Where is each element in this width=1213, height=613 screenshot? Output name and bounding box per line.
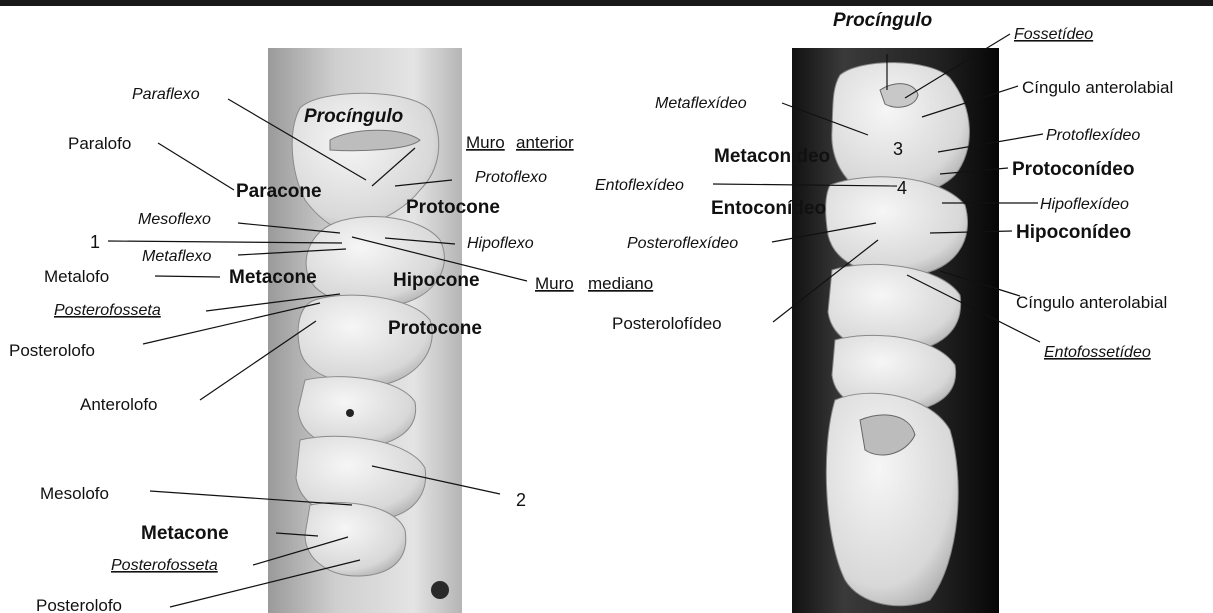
label-protocone-2: Protocone [388,318,482,339]
label-anterolofo: Anterolofo [80,395,158,414]
label-muro-mediano-muro: Muro [535,274,574,293]
label-number-4: 4 [897,178,907,198]
label-entoconideo: Entoconídeo [711,198,826,219]
label-metacone: Metacone [229,267,317,288]
label-metaflexo: Metaflexo [142,248,211,265]
label-hipoconideo: Hipoconídeo [1016,222,1131,243]
label-hipocone: Hipocone [393,270,480,291]
label-protoflexideo: Protoflexídeo [1046,127,1140,144]
label-posterolofo-2: Posterolofo [36,596,122,613]
label-metaflexideo: Metaflexídeo [655,95,747,112]
label-cingulo-anterolabial-2: Cíngulo anterolabial [1016,293,1167,312]
label-metacone-2: Metacone [141,523,229,544]
label-posterolofo: Posterolofo [9,341,95,360]
label-paracone: Paracone [236,181,322,202]
right-tooth-photo [792,48,999,613]
label-number-1: 1 [90,232,100,252]
label-posterofosseta: Posterofosseta [54,302,161,319]
label-hipoflexideo: Hipoflexídeo [1040,196,1129,213]
label-muro-anterior-anterior: anterior [516,133,574,152]
label-procingulo-left: Procíngulo [304,106,403,127]
label-muro-mediano-mediano: mediano [588,274,653,293]
label-posterolofideo: Posterolofídeo [612,314,722,333]
label-procingulo-right: Procíngulo [833,10,932,31]
label-metaconideo: Metaconídeo [714,146,830,167]
label-number-2: 2 [516,490,526,510]
label-paraflexo: Paraflexo [132,86,200,103]
label-protoflexo: Protoflexo [475,169,547,186]
label-mesoflexo: Mesoflexo [138,211,211,228]
label-muro-anterior-muro: Muro [466,133,505,152]
label-posterofosseta-2: Posterofosseta [111,557,218,574]
label-posteroflexideo: Posteroflexídeo [627,235,738,252]
label-protocone: Protocone [406,197,500,218]
label-cingulo-anterolabial: Cíngulo anterolabial [1022,78,1173,97]
label-mesolofo: Mesolofo [40,484,109,503]
label-protoconideo: Protoconídeo [1012,159,1134,180]
label-entoflexideo: Entoflexídeo [595,177,684,194]
label-paralofo: Paralofo [68,134,131,153]
label-fossetideo: Fossetídeo [1014,26,1093,43]
label-hipoflexo: Hipoflexo [467,235,534,252]
label-entofossetideo: Entofossetídeo [1044,344,1151,361]
label-number-3: 3 [893,139,903,159]
label-metalofo: Metalofo [44,267,109,286]
